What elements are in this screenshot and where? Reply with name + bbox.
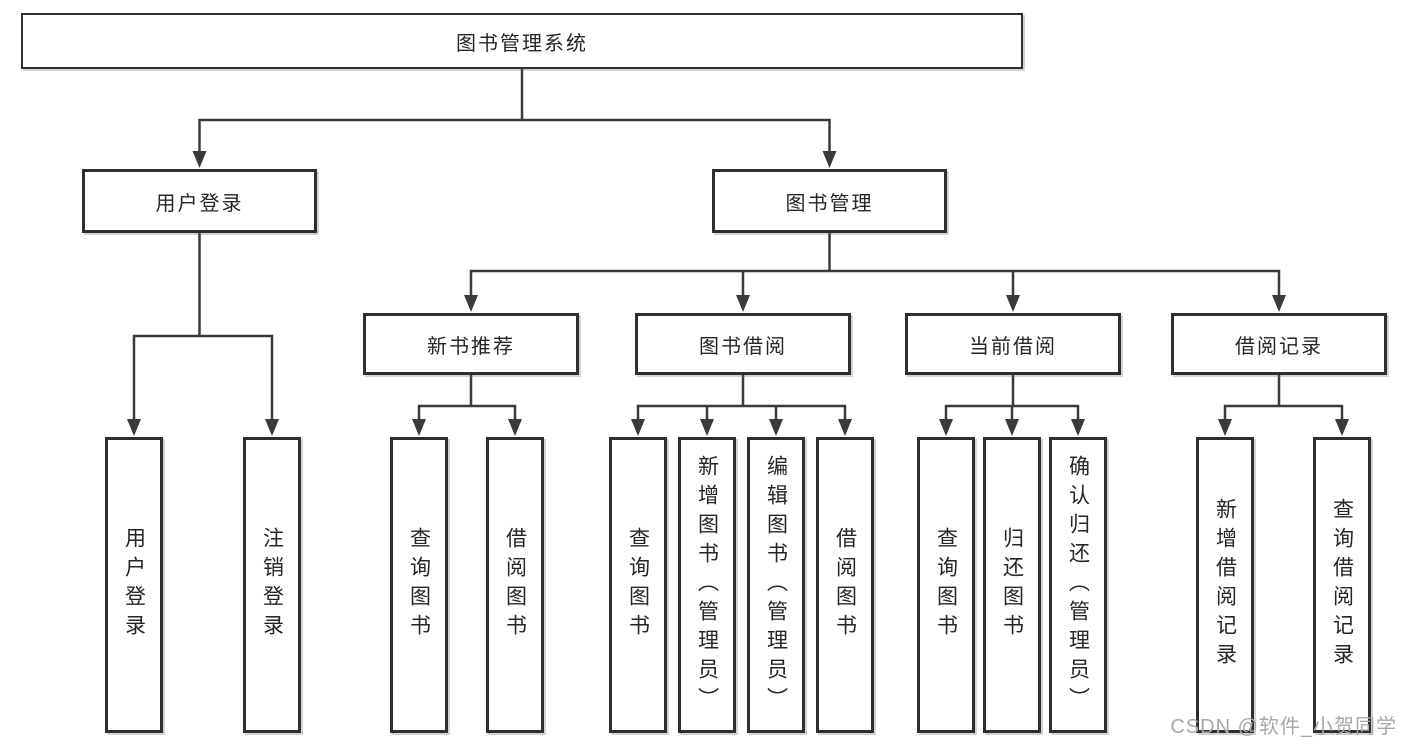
leaf-user-login: 用户登录 [105, 437, 163, 733]
node-borrowing-records: 借阅记录 [1171, 313, 1387, 375]
node-library-management-system: 图书管理系统 [21, 13, 1023, 69]
leaf-borrowing-query-books: 查询图书 [609, 437, 667, 733]
leaf-recommend-borrow-books: 借阅图书 [486, 437, 544, 733]
leaf-current-confirm-return-admin: 确认归还（管理员） [1049, 437, 1107, 733]
leaf-borrowing-edit-books-admin: 编辑图书（管理员） [747, 437, 805, 733]
node-book-management: 图书管理 [712, 169, 947, 233]
node-book-borrowing: 图书借阅 [635, 313, 851, 375]
leaf-current-query-books: 查询图书 [917, 437, 975, 733]
node-user-login-group: 用户登录 [82, 169, 317, 233]
leaf-current-return-books: 归还图书 [983, 437, 1041, 733]
node-new-book-recommendation: 新书推荐 [363, 313, 579, 375]
watermark: CSDN @软件_小贺同学 [1170, 716, 1397, 738]
leaf-records-add-record: 新增借阅记录 [1196, 437, 1254, 733]
leaf-recommend-query-books: 查询图书 [390, 437, 448, 733]
leaf-records-query-record: 查询借阅记录 [1313, 437, 1371, 733]
leaf-borrowing-add-books-admin: 新增图书（管理员） [678, 437, 736, 733]
node-current-borrowing: 当前借阅 [905, 313, 1121, 375]
leaf-logout: 注销登录 [243, 437, 301, 733]
leaf-borrowing-borrow-books: 借阅图书 [816, 437, 874, 733]
